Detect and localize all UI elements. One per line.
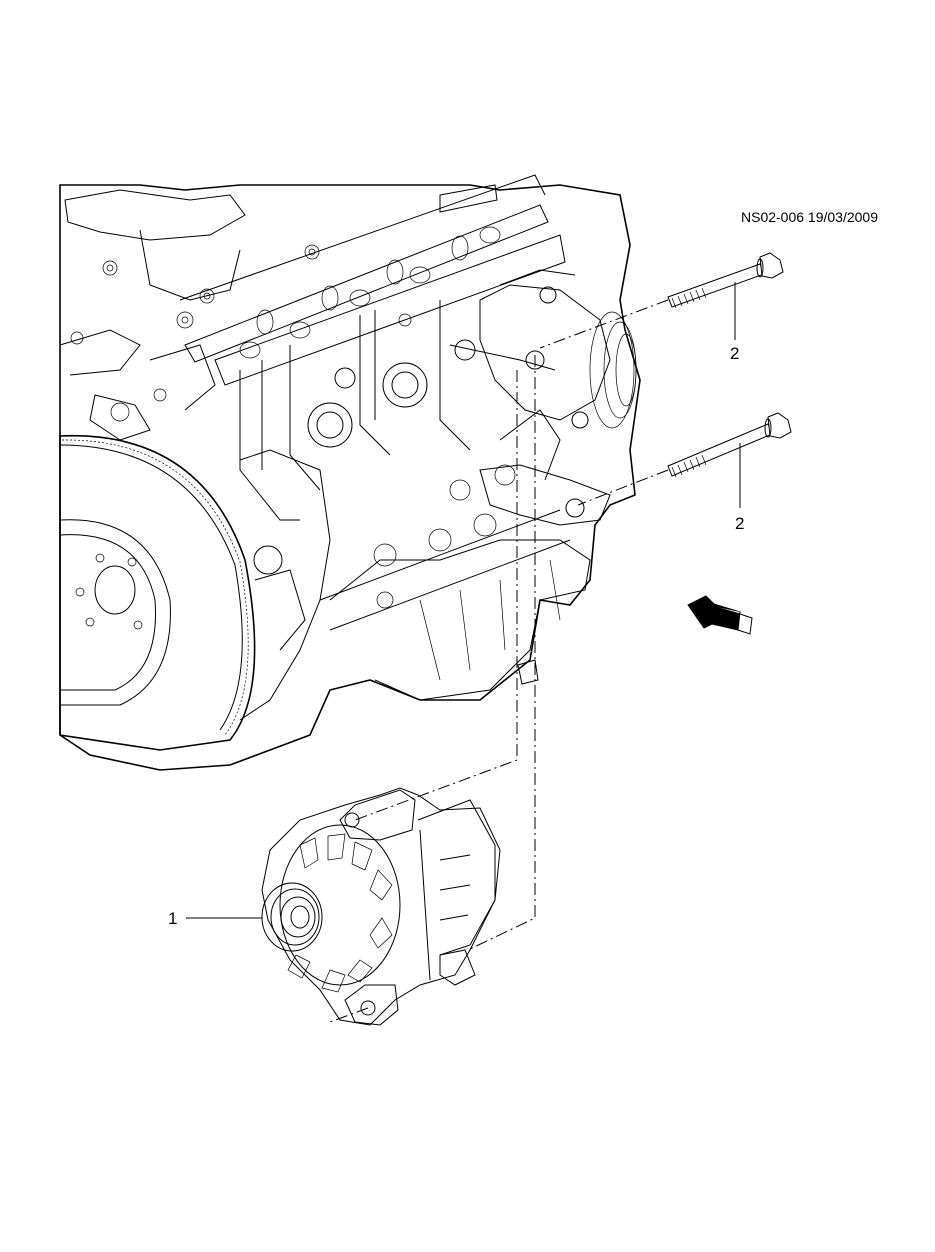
bolt-upper <box>667 252 784 309</box>
engine-block <box>59 174 641 771</box>
bolt-lower <box>667 412 792 478</box>
callout-number-2-upper: 2 <box>730 344 740 363</box>
callout-number-1: 1 <box>168 909 178 928</box>
flywheel <box>59 434 256 751</box>
front-direction-arrow-icon <box>687 595 753 635</box>
leader-lines <box>186 282 741 919</box>
callout-number-2-lower: 2 <box>735 514 745 533</box>
document-reference: NS02-006 19/03/2009 <box>741 209 878 225</box>
assembly-center-lines <box>329 299 669 1023</box>
alternator <box>261 787 501 1026</box>
